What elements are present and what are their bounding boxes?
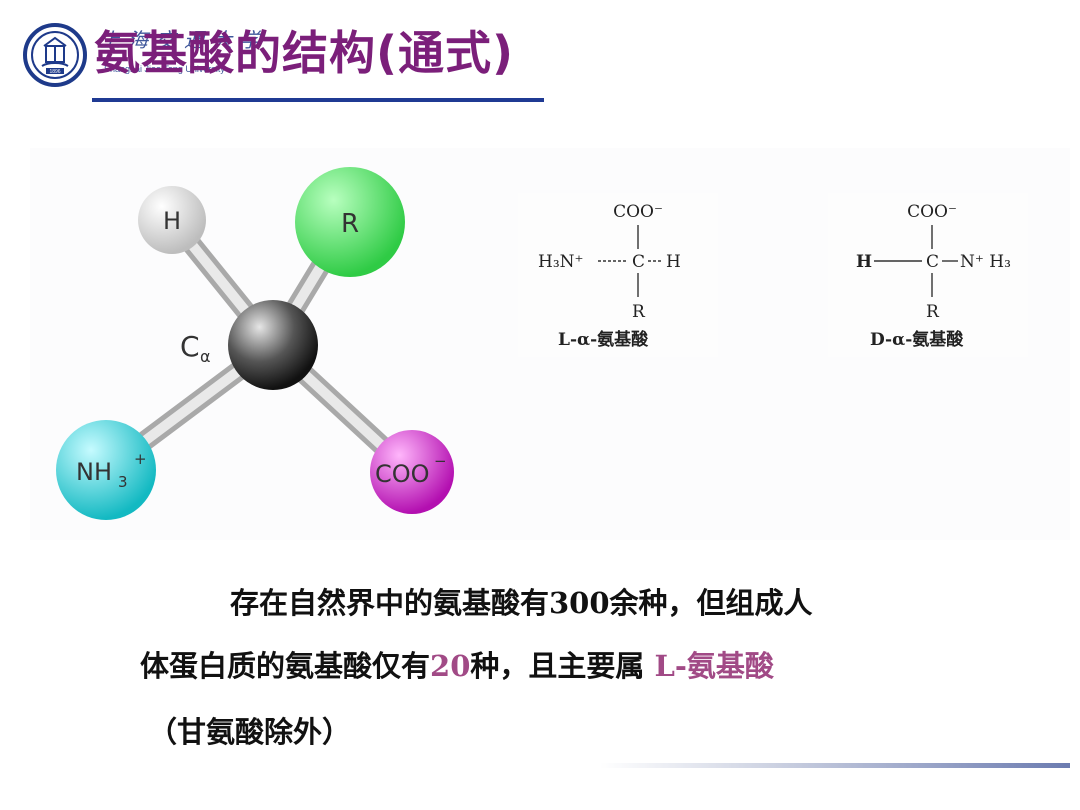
formula-right: N⁺ H₃ (960, 252, 1011, 272)
label-nh3-sup: + (134, 450, 147, 468)
formula-right: H (666, 252, 681, 272)
label-r: R (341, 209, 359, 239)
label-coo-sup: − (434, 452, 447, 470)
formula-bottom: R (632, 302, 646, 322)
count-20: 20 (430, 649, 471, 683)
paragraph-line-1: 存在自然界中的氨基酸有300余种，但组成人 (230, 586, 813, 620)
label-h: H (163, 207, 181, 235)
logo-year: 1896 (49, 69, 60, 75)
amino-group-atom (56, 420, 156, 520)
line2-text-a: 体蛋白质的氨基酸仅有 (140, 649, 431, 683)
r-group-atom (295, 167, 405, 277)
formula-center: C (632, 252, 645, 272)
logo-wordmark: 上海交通大学 (100, 28, 268, 52)
formula-left: H₃N⁺ (538, 252, 584, 272)
paragraph-line-2: 体蛋白质的氨基酸仅有20种，且主要属 L-氨基酸 (140, 638, 960, 694)
formula-top: COO⁻ (613, 202, 663, 222)
label-nh3-sub: 3 (118, 473, 128, 491)
logo-english-name: Shanghai Jiao Tong University (104, 64, 225, 74)
ball-and-stick-model: H R C α NH 3 + COO − (56, 167, 454, 520)
formula-bottom: R (926, 302, 940, 322)
university-logo: 1896 (22, 22, 88, 88)
d-amino-acid-formula: COO⁻ H C N⁺ H₃ R D-α-氨基酸 (828, 193, 1028, 357)
label-nh3: NH (76, 458, 112, 486)
formula-caption: L-α-氨基酸 (558, 329, 649, 350)
l-amino-acid-formula: COO⁻ H₃N⁺ C H R L-α-氨基酸 (518, 193, 718, 357)
hydrogen-atom (138, 186, 206, 254)
formula-caption: D-α-氨基酸 (870, 329, 964, 350)
l-amino-acid-highlight: L-氨基酸 (654, 649, 774, 683)
footer-rule (600, 763, 1070, 768)
paragraph-line-3: （甘氨酸除外） (148, 715, 352, 749)
label-ca: C (180, 330, 200, 363)
label-ca-sub: α (200, 347, 211, 366)
line2-text-b: 种，且主要属 (470, 649, 655, 683)
label-coo: COO (375, 460, 430, 488)
page-title: 氨基酸的结构(通式) (94, 26, 515, 80)
carboxyl-group-atom (370, 430, 454, 514)
formula-top: COO⁻ (907, 202, 957, 222)
title-underline (92, 98, 544, 102)
alpha-carbon-atom (228, 300, 318, 390)
formula-left: H (856, 252, 872, 272)
formula-center: C (926, 252, 939, 272)
